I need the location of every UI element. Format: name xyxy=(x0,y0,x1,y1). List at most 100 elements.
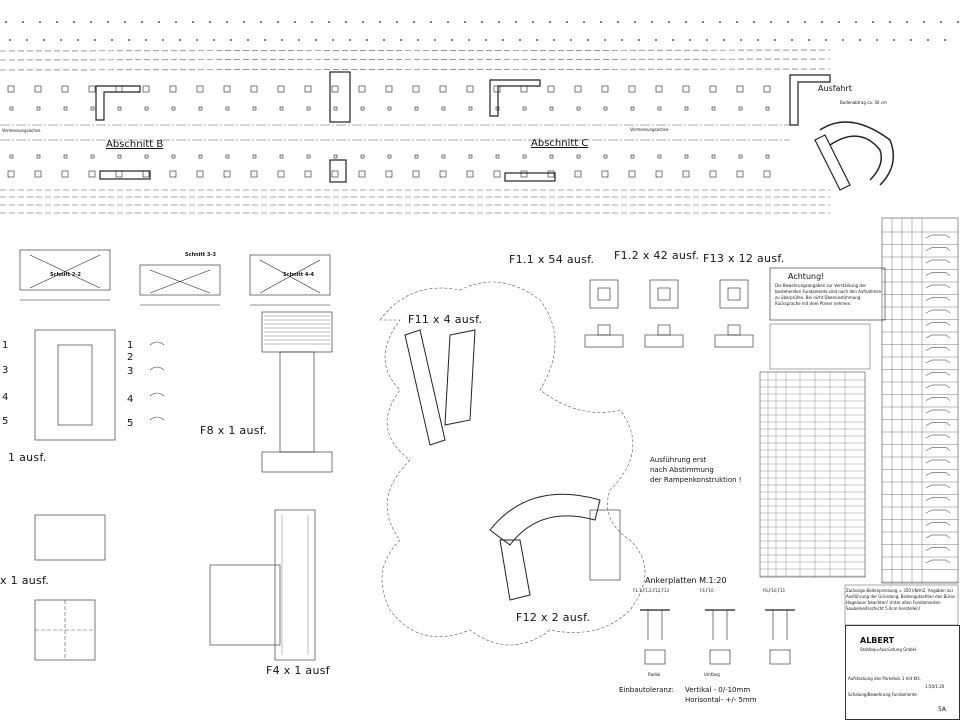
grid-dot xyxy=(536,39,538,41)
foundation-small-top xyxy=(225,106,230,111)
grid-dot xyxy=(247,39,249,41)
mid-marker-2: 2 xyxy=(127,352,134,363)
rebar-shape-sketch xyxy=(925,547,951,551)
grid-dot xyxy=(604,39,606,41)
grid-dot xyxy=(804,21,806,23)
grid-dot xyxy=(298,39,300,41)
grid-dot xyxy=(842,39,844,41)
grid-dot xyxy=(260,21,262,23)
plan-dashed-line xyxy=(0,58,831,61)
grid-dot xyxy=(43,39,45,41)
rebar-shape-sketch xyxy=(925,347,951,351)
foundation-f12-bottom xyxy=(574,170,582,178)
left-plan-view-a-inner xyxy=(57,344,93,426)
grid-dot xyxy=(213,39,215,41)
foundation-f12-top xyxy=(7,85,15,93)
rebar-shape-sketch xyxy=(925,272,951,276)
f1-1-title: F1.1 x 54 ausf. xyxy=(509,253,595,266)
grid-dot xyxy=(502,39,504,41)
foundation-f12-bottom xyxy=(115,170,123,178)
grid-dot xyxy=(519,39,521,41)
grid-dot xyxy=(923,21,925,23)
reinforcement-schedule xyxy=(759,217,959,718)
rebar-shape-sketch xyxy=(925,334,951,339)
f4-plan xyxy=(274,509,316,661)
grid-dot xyxy=(740,39,742,41)
grid-dot xyxy=(910,39,912,41)
grid-dot xyxy=(413,21,415,23)
foundation-small-top xyxy=(684,106,689,111)
grid-dot xyxy=(73,21,75,23)
section-marker-symbol xyxy=(149,416,165,421)
mid-marker-3: 3 xyxy=(127,366,134,377)
foundation-f12-top xyxy=(196,85,204,93)
grid-dot xyxy=(230,39,232,41)
foundation-small-top xyxy=(657,106,662,111)
grid-dot xyxy=(328,21,330,23)
foundation-f12-top xyxy=(331,85,339,93)
middle-foundation-top xyxy=(329,71,351,123)
foundation-f12-top xyxy=(88,85,96,93)
anchor-umfang-label: Umfang xyxy=(704,672,720,677)
foundation-f12-bottom xyxy=(34,170,42,178)
grid-dot xyxy=(464,21,466,23)
anchor-plan-2 xyxy=(769,649,791,665)
foundation-f12-top xyxy=(169,85,177,93)
foundation-f12-top xyxy=(574,85,582,93)
foundation-small-top xyxy=(171,106,176,111)
ramp-arc-inner xyxy=(829,135,882,181)
grid-dot xyxy=(162,39,164,41)
grid-dot xyxy=(400,39,402,41)
foundation-small-bottom xyxy=(225,154,230,159)
section-2-2-title: Schnitt 2-2 xyxy=(50,272,81,278)
tolerance-label: Einbautoleranz: xyxy=(619,686,674,694)
section-marker-symbol xyxy=(149,392,165,397)
tolerance-vertical: Vertikal - 0/-10mm xyxy=(685,686,751,694)
f1-detail-inner-0 xyxy=(597,287,611,301)
foundation-f12-top xyxy=(385,85,393,93)
grid-dot xyxy=(940,21,942,23)
section-marker-symbol xyxy=(149,366,165,371)
foundation-f12-bottom xyxy=(439,170,447,178)
plan-dashed-line xyxy=(0,49,831,52)
grid-dot xyxy=(226,21,228,23)
grid-dot xyxy=(22,21,24,23)
axis-label-right: Vermessungsachse xyxy=(630,127,669,132)
grid-dot xyxy=(294,21,296,23)
grid-dot xyxy=(145,39,147,41)
grid-dot xyxy=(906,21,908,23)
foundation-small-top xyxy=(306,106,311,111)
section-b-foundation xyxy=(95,85,141,121)
grid-dot xyxy=(634,21,636,23)
grid-dot xyxy=(447,21,449,23)
grid-dot xyxy=(787,21,789,23)
section-b-label: Abschnitt B xyxy=(106,139,164,150)
grid-dot xyxy=(468,39,470,41)
foundation-small-bottom xyxy=(306,154,311,159)
foundation-f12-bottom xyxy=(223,170,231,178)
f11-title: F11 x 4 ausf. xyxy=(408,313,483,326)
foundation-small-bottom xyxy=(117,154,122,159)
f13-title: F13 x 12 ausf. xyxy=(703,252,785,265)
foundation-f12-bottom xyxy=(547,170,555,178)
foundation-small-bottom xyxy=(657,154,662,159)
foundation-f12-top xyxy=(682,85,690,93)
ramp-foundation xyxy=(789,74,831,126)
foundation-small-top xyxy=(198,106,203,111)
ramp-execution-line-3: der Rampenkonstruktion ! xyxy=(650,476,742,484)
grid-dot xyxy=(651,21,653,23)
achtung-text: Die Bewehrungsangaben zur Verstärkung de… xyxy=(775,283,882,306)
foundation-f12-bottom xyxy=(466,170,474,178)
grid-dot xyxy=(39,21,41,23)
foundation-f12-top xyxy=(547,85,555,93)
foundation-small-top xyxy=(279,106,284,111)
foundation-small-bottom xyxy=(144,154,149,159)
foundation-small-bottom xyxy=(603,154,608,159)
foundation-small-bottom xyxy=(198,154,203,159)
foundation-small-bottom xyxy=(414,154,419,159)
foundation-small-top xyxy=(522,106,527,111)
f1-section-2 xyxy=(714,334,754,348)
foundation-small-bottom xyxy=(468,154,473,159)
grid-dot xyxy=(158,21,160,23)
grid-dot xyxy=(838,21,840,23)
